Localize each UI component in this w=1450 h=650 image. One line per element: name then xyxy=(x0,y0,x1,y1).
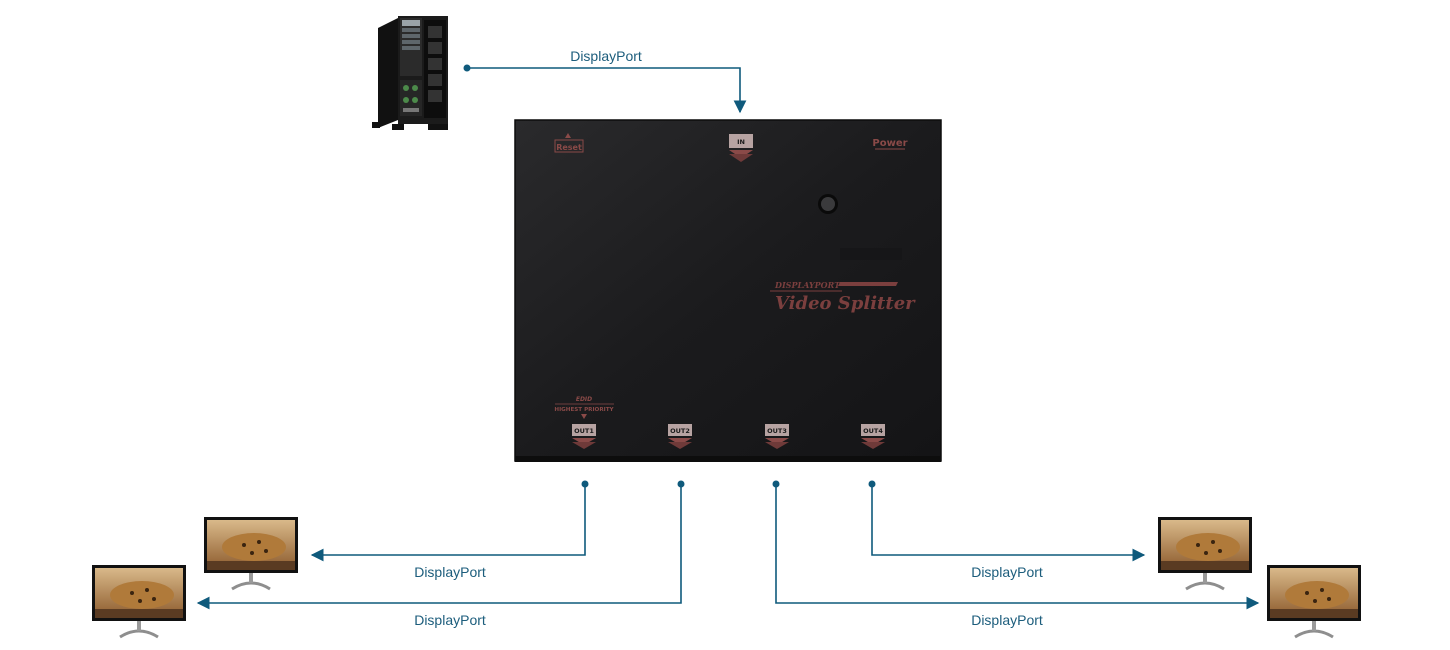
output-cable-2: DisplayPort xyxy=(196,480,685,628)
tower-server-icon xyxy=(372,16,448,130)
output-port-1-label: OUT1 xyxy=(574,427,594,435)
output-port-3[interactable]: OUT3 xyxy=(765,424,789,449)
video-splitter-device: Reset IN Power DISPLAYPORT Video Splitte… xyxy=(514,119,942,462)
power-button[interactable] xyxy=(818,194,838,214)
edid-label: EDID xyxy=(576,396,592,403)
output-cable-3-label: DisplayPort xyxy=(971,564,1043,580)
monitor-icon xyxy=(92,565,186,639)
reset-label: Reset xyxy=(556,143,582,152)
edid-indicator: EDID HIGHEST PRIORITY xyxy=(554,396,615,419)
output-cable-2-label: DisplayPort xyxy=(414,612,486,628)
brand-logo: DISPLAYPORT Video Splitter xyxy=(770,248,916,314)
output-port-4-label: OUT4 xyxy=(863,427,883,435)
monitor-icon xyxy=(1267,565,1361,639)
input-cable-label: DisplayPort xyxy=(570,48,642,64)
output-port-2-label: OUT2 xyxy=(670,427,690,435)
power-label: Power xyxy=(872,138,907,149)
output-port-3-label: OUT3 xyxy=(767,427,787,435)
output-cable-3: DisplayPort xyxy=(868,480,1146,580)
power-indicator: Power xyxy=(872,138,908,150)
monitor-icon xyxy=(1158,517,1252,591)
output-cable-1: DisplayPort xyxy=(310,480,589,580)
highest-priority-label: HIGHEST PRIORITY xyxy=(554,407,614,413)
output-cable-1-label: DisplayPort xyxy=(414,564,486,580)
monitor-icon xyxy=(204,517,298,591)
input-port[interactable]: IN xyxy=(729,134,753,162)
output-cable-4: DisplayPort xyxy=(772,480,1260,628)
output-port-1[interactable]: OUT1 xyxy=(572,424,596,449)
reset-button[interactable]: Reset xyxy=(554,133,584,153)
output-port-2[interactable]: OUT2 xyxy=(668,424,692,449)
input-port-label: IN xyxy=(737,138,745,146)
output-cable-4-label: DisplayPort xyxy=(971,612,1043,628)
output-port-4[interactable]: OUT4 xyxy=(861,424,885,449)
input-cable: DisplayPort xyxy=(463,48,747,114)
brand-small-text: DISPLAYPORT xyxy=(774,280,841,290)
brand-large-text: Video Splitter xyxy=(775,293,916,314)
